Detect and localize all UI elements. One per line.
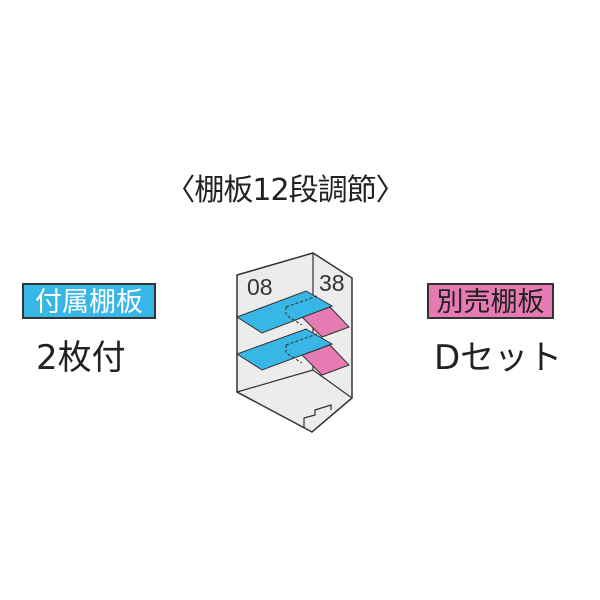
hidden-edge-lower [285, 333, 318, 364]
size-code-right: 38 [319, 270, 345, 296]
diagram-title: 〈棚板12段調節〉 [165, 173, 405, 208]
included-shelf-lower [235, 328, 334, 371]
included-shelf-upper [235, 290, 334, 334]
included-shelves-badge: 付属棚板 [22, 283, 156, 319]
box-floor-edge-left [236, 369, 314, 393]
included-shelves-count: 2枚付 [36, 338, 126, 378]
size-code-left: 08 [247, 274, 273, 300]
door-notch [303, 404, 332, 428]
hidden-edge-upper [285, 295, 318, 326]
optional-shelves-set: Dセット [434, 338, 563, 378]
box-floor-edge-right [312, 369, 353, 399]
optional-shelves-badge: 別売棚板 [427, 283, 554, 319]
